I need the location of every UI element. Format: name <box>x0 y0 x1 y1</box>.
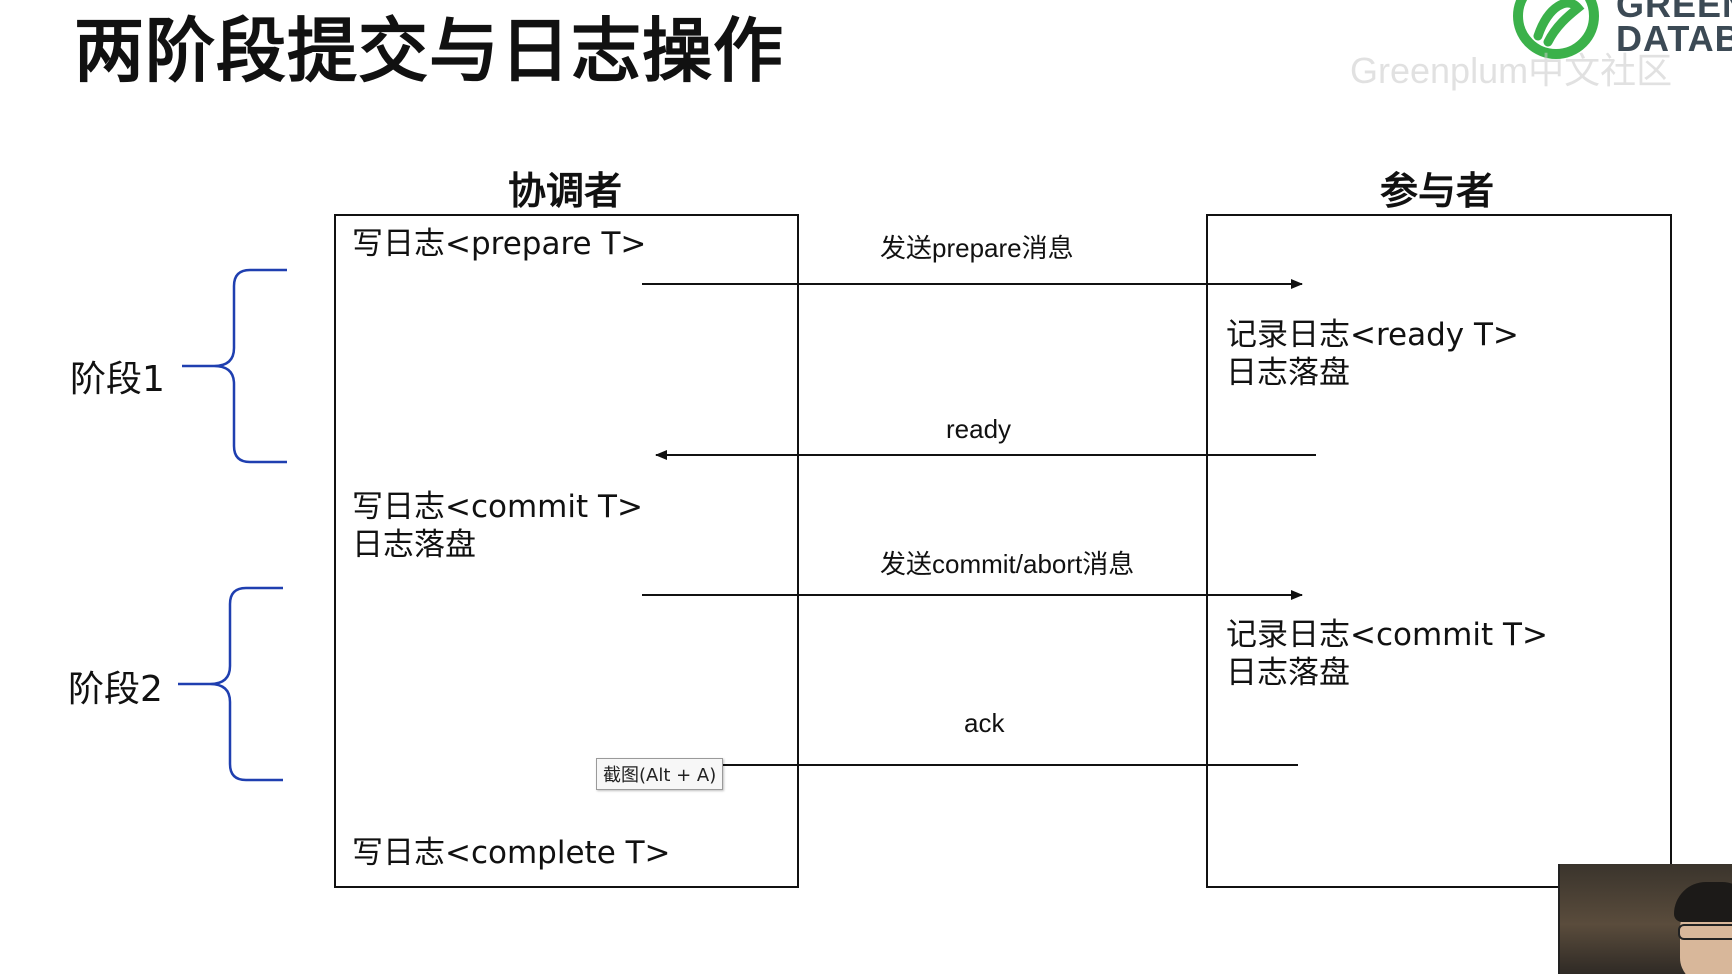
coordinator-note-prepare: 写日志<prepare T> <box>352 226 647 262</box>
participant-heading: 参与者 <box>1380 169 1495 213</box>
webcam-feed <box>1558 864 1732 974</box>
participant-note-commit-flush: 日志落盘 <box>1226 655 1350 691</box>
phase2-label: 阶段2 <box>68 669 163 710</box>
screenshot-tooltip: 截图(Alt + A) <box>596 758 724 790</box>
message-label-commit: 发送commit/abort消息 <box>880 549 1135 579</box>
coordinator-heading: 协调者 <box>508 169 623 213</box>
message-label-prepare: 发送prepare消息 <box>880 233 1074 263</box>
page-title: 两阶段提交与日志操作 <box>74 10 784 92</box>
message-label-ready: ready <box>946 414 1012 444</box>
participant-note-ready: 记录日志<ready T> <box>1226 317 1519 353</box>
phase2-brace <box>178 586 283 782</box>
logo-text-line1: GREEN <box>1616 0 1732 25</box>
participant-note-ready-flush: 日志落盘 <box>1226 355 1350 391</box>
message-label-ack: ack <box>964 708 1005 738</box>
coordinator-note-flush: 日志落盘 <box>352 527 476 563</box>
participant-note-commit: 记录日志<commit T> <box>1226 617 1548 653</box>
watermark: Greenplum中文社区 <box>1350 50 1673 91</box>
coordinator-box <box>334 214 799 888</box>
coordinator-note-complete: 写日志<complete T> <box>352 835 671 871</box>
participant-box <box>1206 214 1672 888</box>
phase1-label: 阶段1 <box>70 359 165 400</box>
presenter-hair <box>1674 882 1732 922</box>
phase1-brace <box>182 268 287 464</box>
logo-text-line2: DATAB <box>1616 18 1732 59</box>
greenplum-logo <box>1513 0 1599 59</box>
glasses-icon <box>1678 924 1732 940</box>
coordinator-note-commit: 写日志<commit T> <box>352 489 643 525</box>
